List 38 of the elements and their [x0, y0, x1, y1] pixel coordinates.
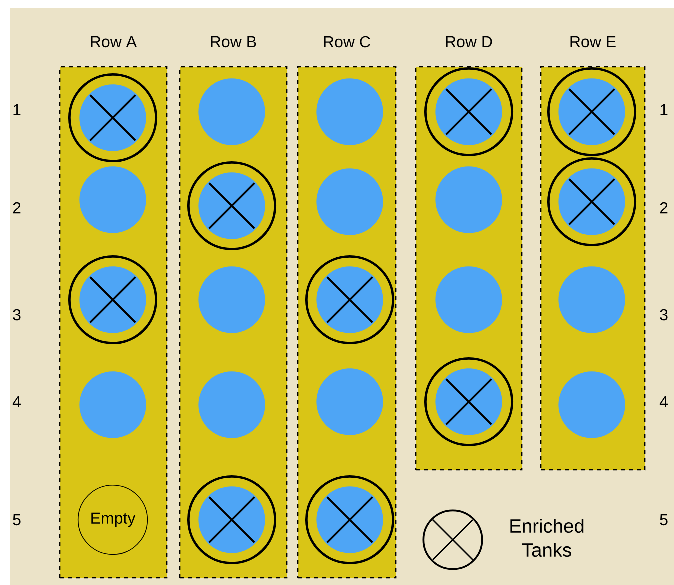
tank-circle — [316, 78, 384, 146]
enriched-tank — [68, 73, 158, 163]
enriched-tank — [547, 67, 637, 157]
row-number: 3 — [13, 309, 21, 321]
node-label: Row A — [91, 36, 138, 48]
enriched-tank — [68, 255, 158, 345]
enriched-tank — [424, 67, 514, 157]
enriched-tank — [424, 357, 514, 447]
tank-circle — [436, 166, 502, 234]
node-label: Row C — [324, 36, 370, 48]
legend-text: Enriched Tanks — [510, 518, 584, 558]
tank-circle — [558, 266, 626, 334]
row-number: 5 — [13, 514, 21, 526]
enriched-tank — [305, 475, 395, 565]
enriched-tank — [305, 255, 395, 345]
tank-circle — [80, 166, 146, 234]
node-label: Row E — [570, 36, 616, 48]
enriched-tank — [547, 157, 637, 247]
node-label: Row B — [211, 36, 256, 48]
node-label: Row D — [446, 36, 492, 48]
tank-circle — [198, 372, 266, 438]
tank-circle — [198, 78, 266, 146]
tank-circle — [198, 266, 266, 334]
tank-circle — [558, 372, 626, 438]
row-number: 4 — [660, 396, 668, 408]
tank-circle — [80, 372, 146, 438]
row-number: 1 — [660, 104, 668, 116]
tank-circle — [316, 168, 384, 236]
enriched-tank — [187, 475, 277, 565]
row-number: 5 — [660, 514, 668, 526]
row-number: 2 — [660, 202, 668, 214]
tank-circle — [316, 368, 384, 436]
tank-circle — [436, 266, 502, 334]
row-number: 3 — [660, 309, 668, 321]
row-number: 2 — [13, 202, 21, 214]
enriched-tank — [187, 161, 277, 251]
row-number: 4 — [12, 396, 21, 408]
row-number: 1 — [14, 104, 21, 116]
